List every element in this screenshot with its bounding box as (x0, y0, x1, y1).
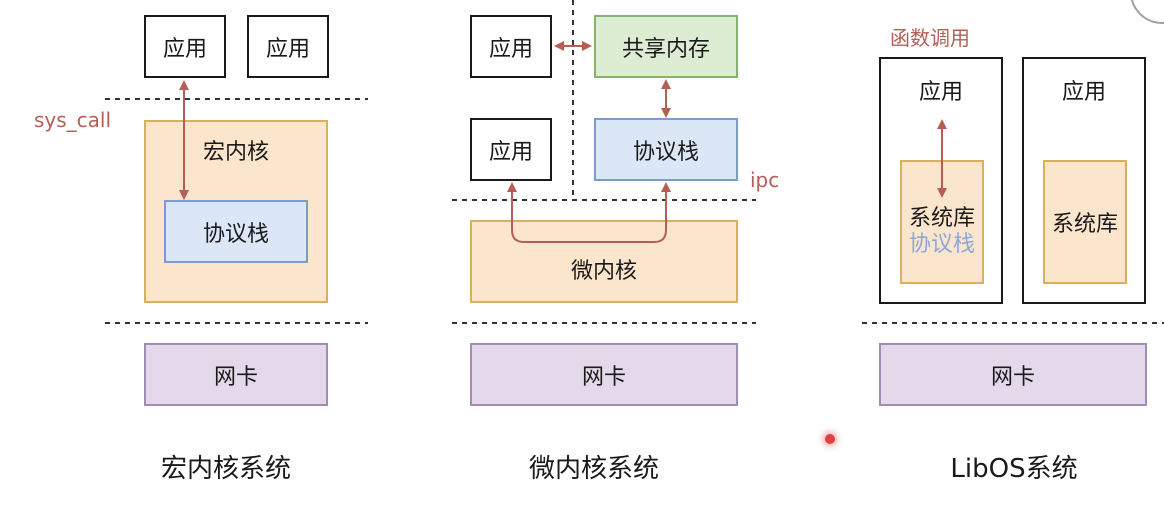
libos-left-app-label: 应用 (918, 80, 963, 105)
micro-app-top: 应用 (470, 15, 552, 78)
pointer-dot (825, 434, 835, 444)
micro-protocol-stack-label: 协议栈 (632, 139, 699, 165)
dashed-separators (105, 0, 1164, 324)
arrows (179, 41, 947, 243)
micro-app-bottom-label: 应用 (488, 139, 533, 165)
mono-protocol-stack: 协议栈 (164, 200, 308, 263)
libos-nic-label: 网卡 (990, 364, 1035, 390)
micro-ipc-arrow (507, 182, 671, 243)
libos-left-system-library-label: 系统库 (908, 206, 975, 231)
libos-right-app-label: 应用 (1061, 80, 1106, 105)
microkernel-label: 微内核 (570, 258, 637, 284)
micro-protocol-stack: 协议栈 (594, 118, 738, 181)
mono-caption: 宏内核系统 (160, 454, 291, 484)
mono-app-left-label: 应用 (162, 36, 207, 62)
microkernel-box: 微内核 (470, 220, 738, 303)
monolithic-kernel-label: 宏内核 (202, 140, 269, 165)
libos-right-system-library-label: 系统库 (1051, 212, 1118, 237)
function-call-label: 函数调用 (890, 26, 970, 50)
micro-nic-label: 网卡 (581, 364, 626, 390)
mono-app-right-label: 应用 (265, 36, 310, 62)
micro-caption: 微内核系统 (528, 454, 659, 484)
libos-caption: LibOS系统 (950, 454, 1078, 484)
libos-left-protocol-stack-label: 协议栈 (908, 232, 975, 257)
mono-nic: 网卡 (144, 343, 328, 406)
ipc-label: ipc (750, 168, 780, 192)
shared-memory-label: 共享内存 (621, 36, 710, 62)
mono-nic-label: 网卡 (213, 364, 258, 390)
mono-protocol-stack-label: 协议栈 (202, 221, 269, 247)
libos-right-system-library: 系统库 (1043, 160, 1127, 284)
mono-app-right: 应用 (247, 15, 329, 78)
micro-app-top-label: 应用 (488, 36, 533, 62)
micro-app-bottom: 应用 (470, 118, 552, 181)
micro-nic: 网卡 (470, 343, 738, 406)
libos-nic: 网卡 (879, 343, 1147, 406)
shared-memory-box: 共享内存 (594, 15, 738, 78)
syscall-label: sys_call (34, 108, 112, 132)
mono-app-left: 应用 (144, 15, 226, 78)
